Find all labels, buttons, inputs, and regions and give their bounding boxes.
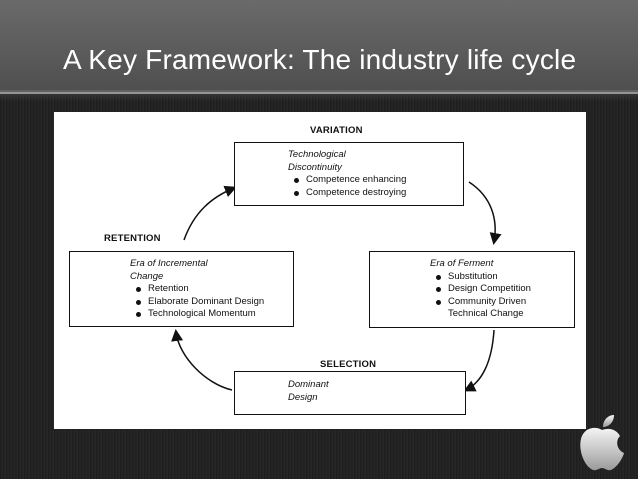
list-item: Competence destroying xyxy=(288,187,463,200)
bullet-icon xyxy=(294,178,299,184)
list-item: Elaborate Dominant Design xyxy=(130,296,293,309)
arrow-top-to-right xyxy=(468,181,502,245)
list-item: Competence enhancing xyxy=(288,174,463,187)
variation-heading-line2: Discontinuity xyxy=(288,161,342,173)
ferment-heading: Era of Ferment xyxy=(430,258,494,269)
retention-label: RETENTION xyxy=(104,233,161,244)
apple-logo-icon xyxy=(580,415,624,471)
title-band: A Key Framework: The industry life cycle xyxy=(0,0,638,102)
list-item: Technological Momentum xyxy=(130,308,293,321)
arrow-left-to-top xyxy=(183,185,237,241)
list-item: Substitution xyxy=(430,271,574,284)
variation-box: Technological Discontinuity Competence e… xyxy=(234,142,464,206)
arrow-bottom-to-left xyxy=(171,329,233,391)
list-item: Retention xyxy=(130,283,293,296)
bullet-icon xyxy=(436,274,441,280)
bullet-icon xyxy=(136,287,141,293)
bullet-icon xyxy=(136,299,141,305)
retention-heading-line2: Change xyxy=(130,270,164,282)
variation-heading-line1: Technological xyxy=(288,149,346,160)
cycle-arrows xyxy=(171,181,502,392)
bullet-icon xyxy=(436,299,441,305)
ferment-box: Era of Ferment Substitution Design Compe… xyxy=(369,251,575,328)
selection-heading-line2: Design xyxy=(288,391,318,403)
bullet-icon xyxy=(436,287,441,293)
selection-label: SELECTION xyxy=(320,359,377,370)
bullet-icon xyxy=(136,312,141,318)
slide-title: A Key Framework: The industry life cycle xyxy=(63,44,577,75)
ferment-continuation: Technical Change xyxy=(448,308,524,320)
arrow-right-to-bottom xyxy=(463,329,495,392)
selection-box: Dominant Design xyxy=(234,371,466,415)
retention-box: Era of Incremental Change Retention Elab… xyxy=(69,251,294,327)
list-item: Community Driven xyxy=(430,296,574,309)
bullet-icon xyxy=(294,190,299,196)
list-item: Design Competition xyxy=(430,283,574,296)
retention-heading-line1: Era of Incremental xyxy=(130,258,208,269)
variation-label: VARIATION xyxy=(310,125,363,136)
selection-heading-line1: Dominant xyxy=(288,379,329,390)
diagram-canvas: VARIATION RETENTION SELECTION Technologi… xyxy=(54,112,586,429)
